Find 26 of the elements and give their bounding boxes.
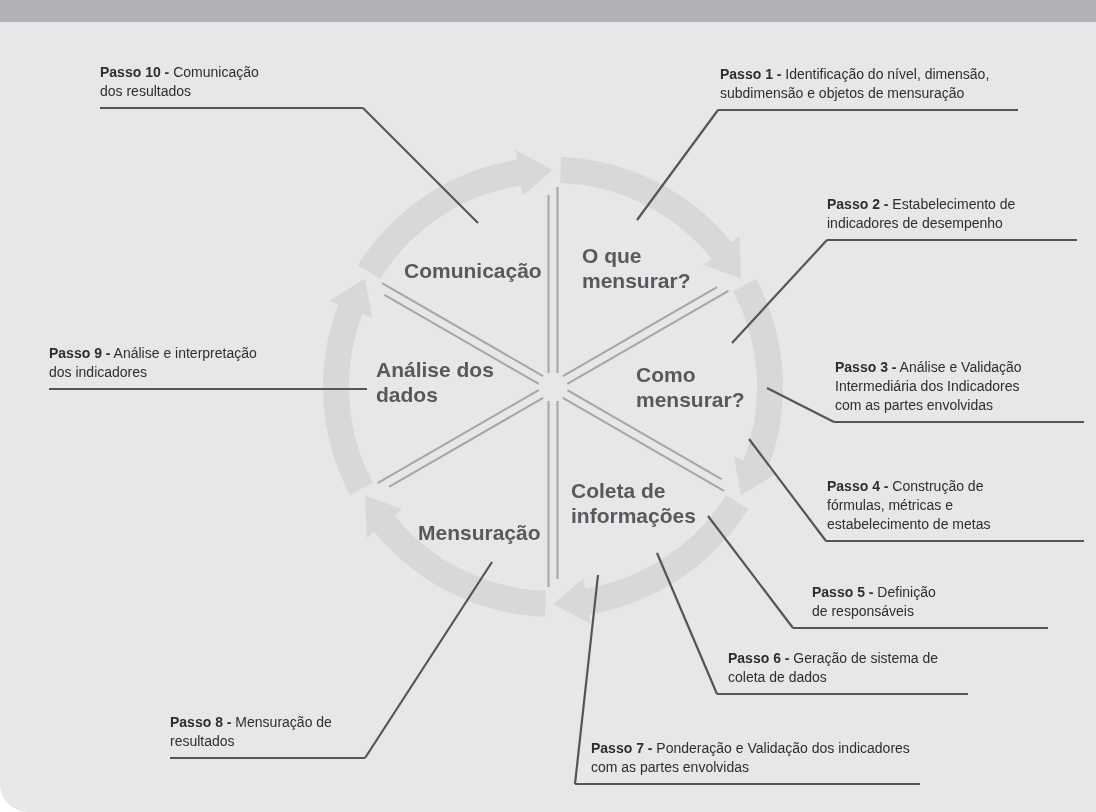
stage-label: Comunicação	[404, 258, 552, 283]
step-label: Passo 6 - Geração de sistema de coleta de dados	[717, 649, 968, 695]
stage-label: Mensuração	[418, 520, 558, 545]
leader-line	[636, 109, 719, 221]
leader-line	[766, 387, 835, 423]
leader-line	[748, 438, 827, 542]
stage-label: Coleta de informações	[571, 478, 721, 528]
leader-line	[707, 515, 794, 629]
step-label: Passo 10 - Comunicação dos resultados	[100, 63, 363, 109]
stage-label: Como mensurar?	[636, 362, 754, 412]
step-label: Passo 9 - Análise e interpretação dos indicadores	[49, 344, 319, 390]
leader-line	[573, 574, 600, 785]
leader-line	[362, 107, 479, 224]
step-label: Passo 1 - Identificação do nível, dimensão, subdimensão e objetos de mensuração	[718, 65, 1018, 111]
leader-line	[656, 552, 718, 695]
step-label: Passo 3 - Análise e Validação Intermediária dos Indicadores com as partes envolvidas	[834, 358, 1084, 423]
stage-label: O que mensurar?	[582, 243, 712, 293]
step-label: Passo 5 - Definição de responsáveis	[793, 583, 1048, 629]
step-label: Passo 4 - Construção de fórmulas, métricas e estabelecimento de metas	[826, 477, 1084, 542]
stage-label: Análise dos dados	[376, 357, 496, 407]
leader-line	[364, 561, 493, 759]
step-label: Passo 7 - Ponderação e Validação dos indicadores com as partes envolvidas	[575, 739, 920, 785]
step-label: Passo 2 - Estabelecimento de indicadores de desempenho	[827, 195, 1077, 241]
step-label: Passo 8 - Mensuração de resultados	[170, 713, 365, 759]
leader-line	[731, 239, 828, 344]
leader-line	[319, 387, 367, 391]
